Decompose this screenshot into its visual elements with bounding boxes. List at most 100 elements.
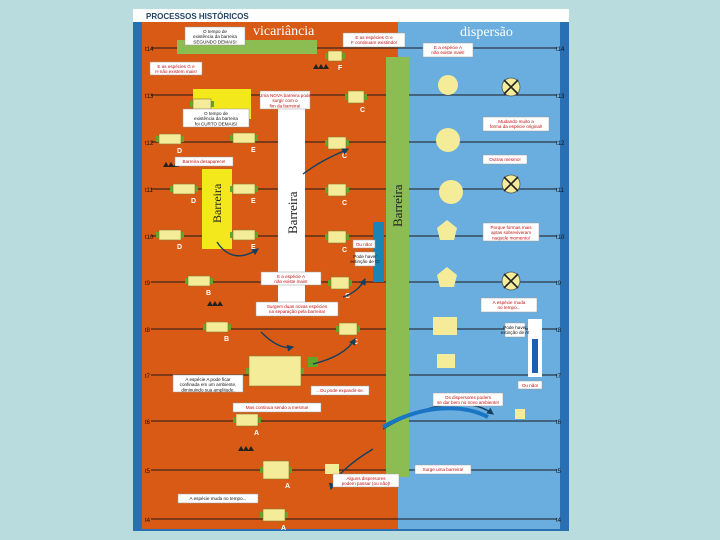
extinct-mark bbox=[503, 176, 519, 192]
note-text-two_new_species: Surgem duas novas espécies bbox=[267, 304, 328, 309]
note-text-species_gf_continue: E as espécies G e bbox=[355, 35, 393, 40]
note-text-or_not_c: Ou não! bbox=[356, 242, 372, 247]
species-c-arrows bbox=[318, 64, 324, 69]
time-label-right: t7 bbox=[556, 374, 562, 380]
species-a-t3-letter: A bbox=[254, 430, 259, 437]
species-d-top-letter: D bbox=[177, 148, 182, 155]
yellow-barrier bbox=[202, 169, 232, 249]
species-b-top-letter: B bbox=[206, 290, 211, 297]
note-species_changes bbox=[177, 493, 259, 504]
species-d-low bbox=[158, 229, 182, 241]
time-label-left: t10 bbox=[145, 235, 154, 241]
note-text-extinction_c: Pode haver bbox=[353, 254, 377, 259]
time-label-right: t13 bbox=[556, 94, 565, 100]
time-label-right: t4 bbox=[556, 518, 562, 524]
note-text-new_barrier_arises: fim da barreira! bbox=[270, 103, 301, 108]
time-label-right: t5 bbox=[556, 469, 562, 475]
note-text-species_changes_time: no tempo... bbox=[498, 305, 521, 310]
note-text-only_gh_exist: E as espécies G e bbox=[157, 64, 195, 69]
species-c-3-letter: C bbox=[342, 200, 347, 207]
note-others_too bbox=[482, 154, 528, 165]
species-c-2-letter: C bbox=[342, 153, 347, 160]
note-or_expand bbox=[310, 385, 370, 396]
note-text-species_a_gone: E a espécie A bbox=[277, 274, 306, 279]
time-label-right: t11 bbox=[556, 188, 565, 194]
species-d-low-letter: D bbox=[177, 244, 182, 251]
species-c-5 bbox=[330, 276, 350, 290]
note-barrier_too_short bbox=[182, 108, 250, 128]
note-text-better_shapes: naquele momento! bbox=[492, 235, 530, 240]
note-text-some_dispersers: Alguns dispersores bbox=[346, 476, 386, 481]
species-e-low bbox=[232, 229, 256, 241]
arrow bbox=[312, 337, 356, 365]
header-bar bbox=[133, 9, 569, 22]
arrow bbox=[260, 331, 295, 352]
note-continues_same bbox=[232, 402, 322, 413]
arrows bbox=[216, 148, 494, 491]
species-f-top-letter: F bbox=[338, 65, 343, 72]
arrow bbox=[342, 277, 366, 298]
note-or_not_c bbox=[352, 239, 376, 249]
species-d-mid-letter: D bbox=[191, 198, 196, 205]
white-barrier bbox=[278, 109, 305, 304]
header-title: PROCESSOS HISTÓRICOS bbox=[146, 12, 249, 21]
note-text-only_gh_exist: H não existem mais! bbox=[155, 69, 197, 74]
note-text-species_a_confined: confinada em um ambiente, bbox=[180, 382, 237, 387]
note-text-some_dispersers: podem passar (ou não)! bbox=[342, 481, 391, 486]
time-label-left: t8 bbox=[145, 328, 151, 334]
extinction-c-marker bbox=[373, 222, 384, 282]
note-text-others_too: Outras mesmo! bbox=[489, 157, 520, 162]
note-text-barrier_too_short: foi CURTO DEMAIS! bbox=[195, 121, 237, 126]
note-text-dispersers_well: se dar bem no novo ambiente! bbox=[437, 400, 499, 405]
time-label-right: t9 bbox=[556, 281, 562, 287]
species-a-arrows bbox=[238, 446, 244, 451]
time-label-right: t14 bbox=[556, 47, 565, 53]
species-a-t3 bbox=[235, 413, 259, 427]
note-text-better_shapes: aptas sobreviveram bbox=[491, 230, 531, 235]
species-b-top bbox=[187, 275, 211, 287]
species-b-arrows bbox=[212, 301, 218, 306]
time-label-left: t9 bbox=[145, 281, 151, 287]
note-text-extinction_a: extinção de A! bbox=[501, 330, 530, 335]
species-markers: DDDBBAAAEEEFFCCCCCC bbox=[156, 50, 525, 531]
species-a-arrows bbox=[243, 446, 249, 451]
note-text-dispersers_well: Os dispersores podem bbox=[445, 395, 491, 400]
species-c-6 bbox=[338, 322, 358, 336]
species-d-arrows bbox=[163, 162, 169, 167]
note-text-two_new_species: na separação pela barreira! bbox=[269, 309, 325, 314]
extinction-a-marker-fill bbox=[532, 339, 538, 373]
note-text-barrier_disappears: Barreira desaparece! bbox=[183, 159, 226, 164]
green-barrier bbox=[386, 57, 409, 477]
note-species_a_confined bbox=[172, 374, 244, 393]
time-label-right: t8 bbox=[556, 328, 562, 334]
note-text-or_expand: ...Ou pode expandir-se. bbox=[316, 388, 364, 393]
note-text-extinction_a: Pode haver bbox=[503, 325, 527, 330]
note-text-species_changes: A espécie muda no tempo... bbox=[190, 496, 247, 501]
species-h-1 bbox=[438, 75, 458, 95]
species-e-top bbox=[232, 132, 256, 144]
species-e-low-letter: E bbox=[251, 244, 256, 251]
time-label-left: t11 bbox=[145, 188, 154, 194]
species-a-large-tip bbox=[308, 357, 318, 367]
yellow-barrier-label: Barreira bbox=[210, 183, 224, 223]
note-or_not_a bbox=[517, 380, 543, 390]
time-label-left: t14 bbox=[145, 47, 154, 53]
note-species_a_no_longer bbox=[422, 42, 474, 58]
species-d-mid bbox=[172, 183, 196, 195]
time-label-left: t6 bbox=[145, 420, 151, 426]
time-label-right: t6 bbox=[556, 420, 562, 426]
time-label-left: t13 bbox=[145, 94, 154, 100]
note-text-better_shapes: Porque formas mais bbox=[490, 225, 532, 230]
species-square-2 bbox=[437, 354, 455, 368]
note-text-barrier_existence: existência da barreira bbox=[193, 34, 237, 39]
note-new_barrier_arises bbox=[259, 90, 311, 110]
note-species_changes_time bbox=[480, 297, 538, 313]
species-c-1-letter: C bbox=[360, 107, 365, 114]
time-label-right: t12 bbox=[556, 141, 565, 147]
species-h-2 bbox=[436, 128, 460, 152]
species-f-mid bbox=[192, 98, 212, 110]
note-text-much_changes: Mudando muito a bbox=[498, 119, 534, 124]
species-a-t1-letter: A bbox=[285, 483, 290, 490]
species-a-t0-letter: A bbox=[281, 525, 286, 531]
